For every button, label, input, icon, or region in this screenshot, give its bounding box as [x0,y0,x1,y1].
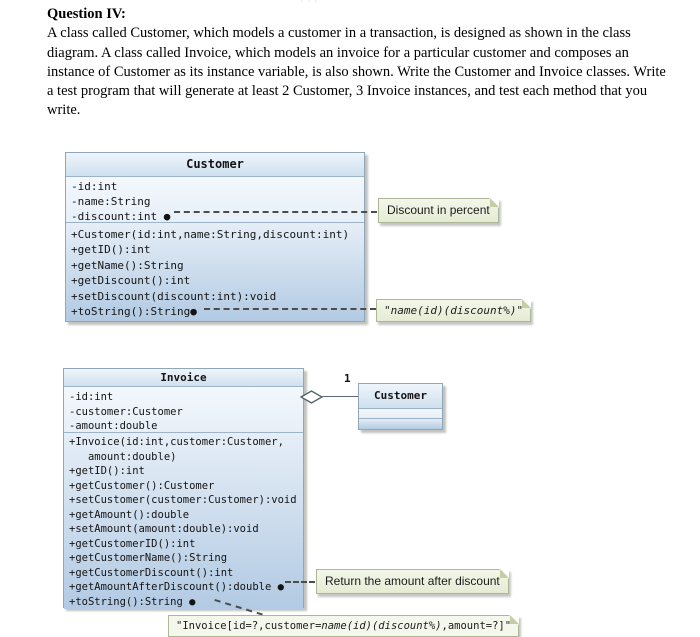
note-invoice-tostring-italic: name(id)(discount%) [321,620,442,632]
member-line: +getCustomer():Customer [69,479,215,492]
member-line: +getCustomerID():int [69,537,196,550]
member-line: +getID():int [71,243,151,257]
member-line: +toString():String● [71,305,197,319]
member-line: -amount:double [69,420,158,433]
invoice-class-methods: +Invoice(id:int,customer:Customer, amoun… [64,433,303,609]
note-invoice-tostring-pre: "Invoice[id=?,customer= [176,620,322,632]
member-line: +setCustomer(customer:Customer):void [69,494,297,506]
customer-class-title: Customer [66,153,364,177]
invoice-class-title: Invoice [64,369,303,387]
member-line: -name:String [71,195,151,208]
member-line: +setAmount(amount:double):void [69,523,259,535]
aggregation-diamond-icon [300,390,323,404]
member-line: -id:int [69,391,114,403]
association-line [321,396,358,397]
member-line: +Invoice(id:int,customer:Customer, [69,436,284,448]
member-line: -discount:int ● [71,210,171,223]
member-line: +getAmount():double [69,508,190,521]
customer-reference-title: Customer [359,384,442,409]
note-invoice-tostring-post: ,amount=?]" [441,620,512,632]
customer-class-box: Customer -id:int -name:String -discount:in… [65,152,365,322]
note-return-amount-after-discount: Return the amount after discount [316,569,509,594]
member-line: +getCustomerName():String [69,552,228,564]
member-line: -id:int [71,180,118,193]
dashed-connector-discount [174,211,377,213]
member-line: +toString():String ● [69,595,196,608]
multiplicity-label: 1 [344,372,351,385]
note-invoice-tostring-format: "Invoice[id=?,customer=name(id)(discount… [168,615,520,637]
question-block: Question IV: A class called Customer, wh… [47,5,669,121]
member-line: +getCustomerDiscount():int [69,566,234,579]
customer-reference-attributes-empty [359,409,442,419]
dashed-connector-customer-tostring [204,308,376,310]
page-top-dots: ··· [300,0,321,8]
dashed-connector-amount-after-discount [285,581,315,583]
invoice-class-attributes: -id:int -customer:Customer -amount:double [64,387,303,433]
member-line: +Customer(id:int,name:String,discount:in… [71,228,350,241]
note-discount-in-percent: Discount in percent [378,198,499,223]
customer-reference-box: Customer [358,383,443,430]
invoice-class-box: Invoice -id:int -customer:Customer -amount… [63,368,304,609]
note-customer-tostring-format: "name(id)(discount%)" [376,299,532,322]
customer-reference-methods-empty [359,419,442,429]
customer-class-methods: +Customer(id:int,name:String,discount:in… [66,223,364,321]
note-customer-tostring-text: "name(id)(discount%)" [384,304,524,317]
member-line: +setDiscount(discount:int):void [71,289,277,303]
member-line: +getID():int [69,465,145,477]
member-line: amount:double) [69,450,177,463]
member-line: +getAmountAfterDiscount():double ● [69,581,284,593]
customer-class-attributes: -id:int -name:String -discount:int ● [66,177,364,223]
member-line: +getName():String [71,258,184,272]
question-heading: Question IV: [47,6,126,22]
member-line: -customer:Customer [69,405,183,418]
member-line: +getDiscount():int [71,274,191,288]
question-body: A class called Customer, which models a … [47,25,666,119]
